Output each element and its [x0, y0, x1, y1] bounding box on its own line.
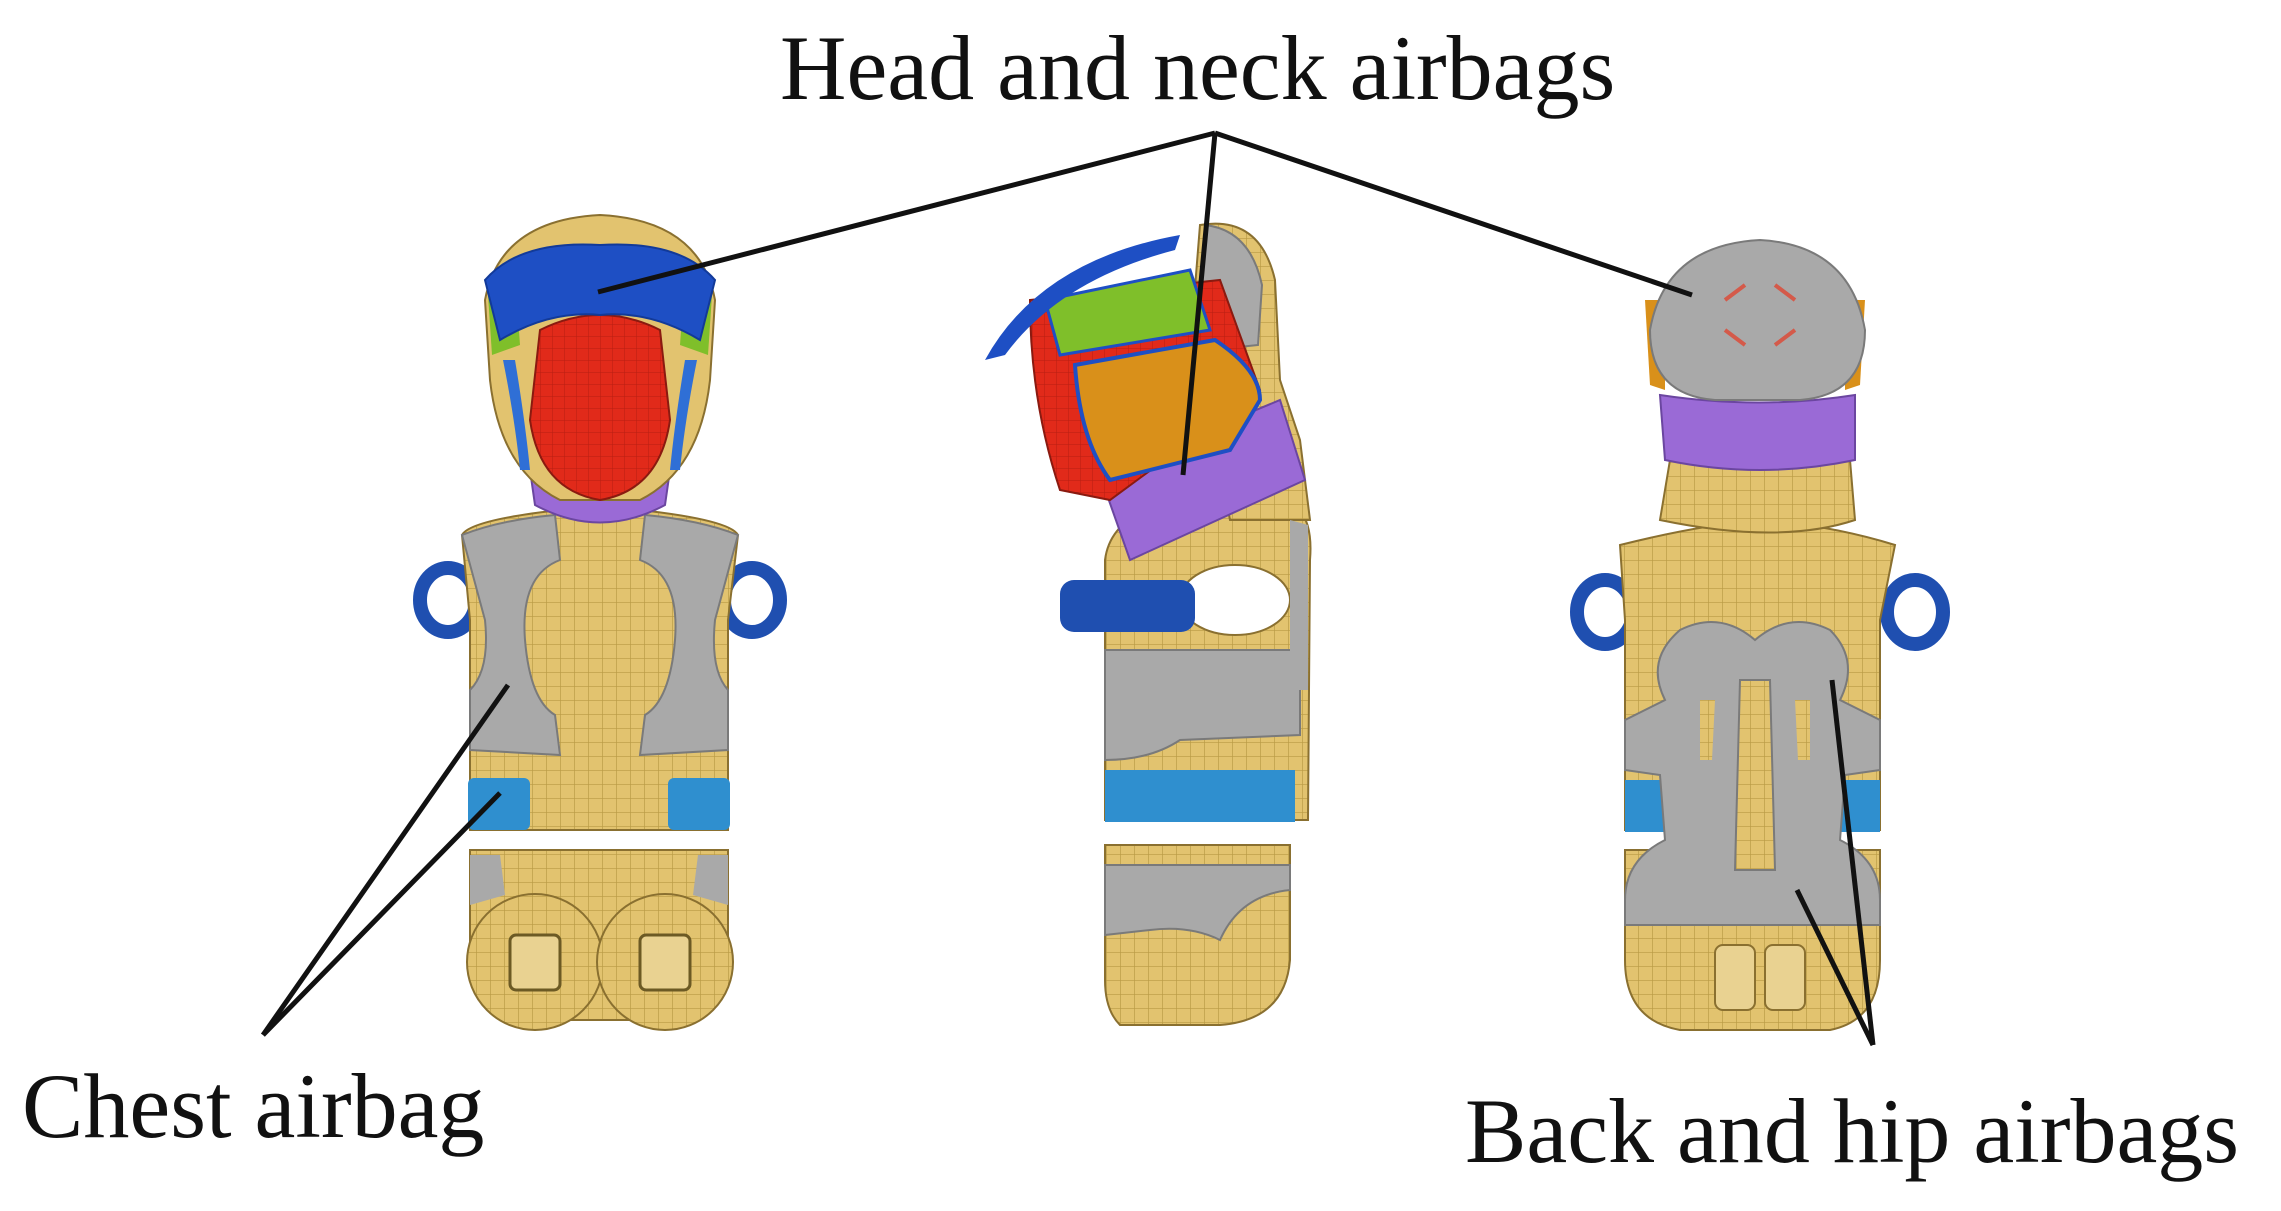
side-green-panel [1043, 268, 1212, 357]
side-orange-panel [1072, 337, 1263, 483]
back-head-airbag [1648, 238, 1867, 401]
back-hip-airbags-label: Back and hip airbags [1465, 1080, 2240, 1182]
back-view-dummy [1570, 238, 1950, 1031]
leader-chest-1 [260, 683, 511, 1037]
front-left-belt-pad [468, 778, 530, 830]
side-belt-pad [1105, 770, 1295, 822]
front-chest-airbag-left [460, 513, 562, 757]
side-view-dummy [985, 222, 1312, 1026]
back-right-shoulder-handle [1880, 573, 1950, 651]
front-right-belt-pad [668, 778, 730, 830]
leader-head-side [1180, 132, 1218, 476]
front-hip-gray-left [470, 855, 505, 905]
front-chest-airbag-right [638, 513, 740, 757]
side-chest-airbag [1104, 649, 1301, 762]
leader-head-front [597, 130, 1216, 295]
side-head-airbag-flap [985, 235, 1180, 360]
leader-chest-2 [261, 791, 502, 1037]
leader-head-back [1214, 130, 1693, 298]
back-neck-airbag [1658, 393, 1856, 471]
side-hip-airbag [1104, 864, 1291, 942]
leader-back-2 [1794, 888, 1876, 1047]
leader-back-1 [1829, 679, 1876, 1046]
head-neck-airbags-label: Head and neck airbags [780, 17, 1616, 119]
back-neck [1658, 459, 1857, 534]
side-shoulder-handle [1060, 580, 1195, 632]
front-face [528, 314, 672, 502]
leader-lines [260, 130, 1876, 1047]
front-view-dummy [413, 213, 787, 1031]
chest-airbag-label: Chest airbag [22, 1055, 485, 1157]
front-hip-gray-right [693, 855, 728, 905]
